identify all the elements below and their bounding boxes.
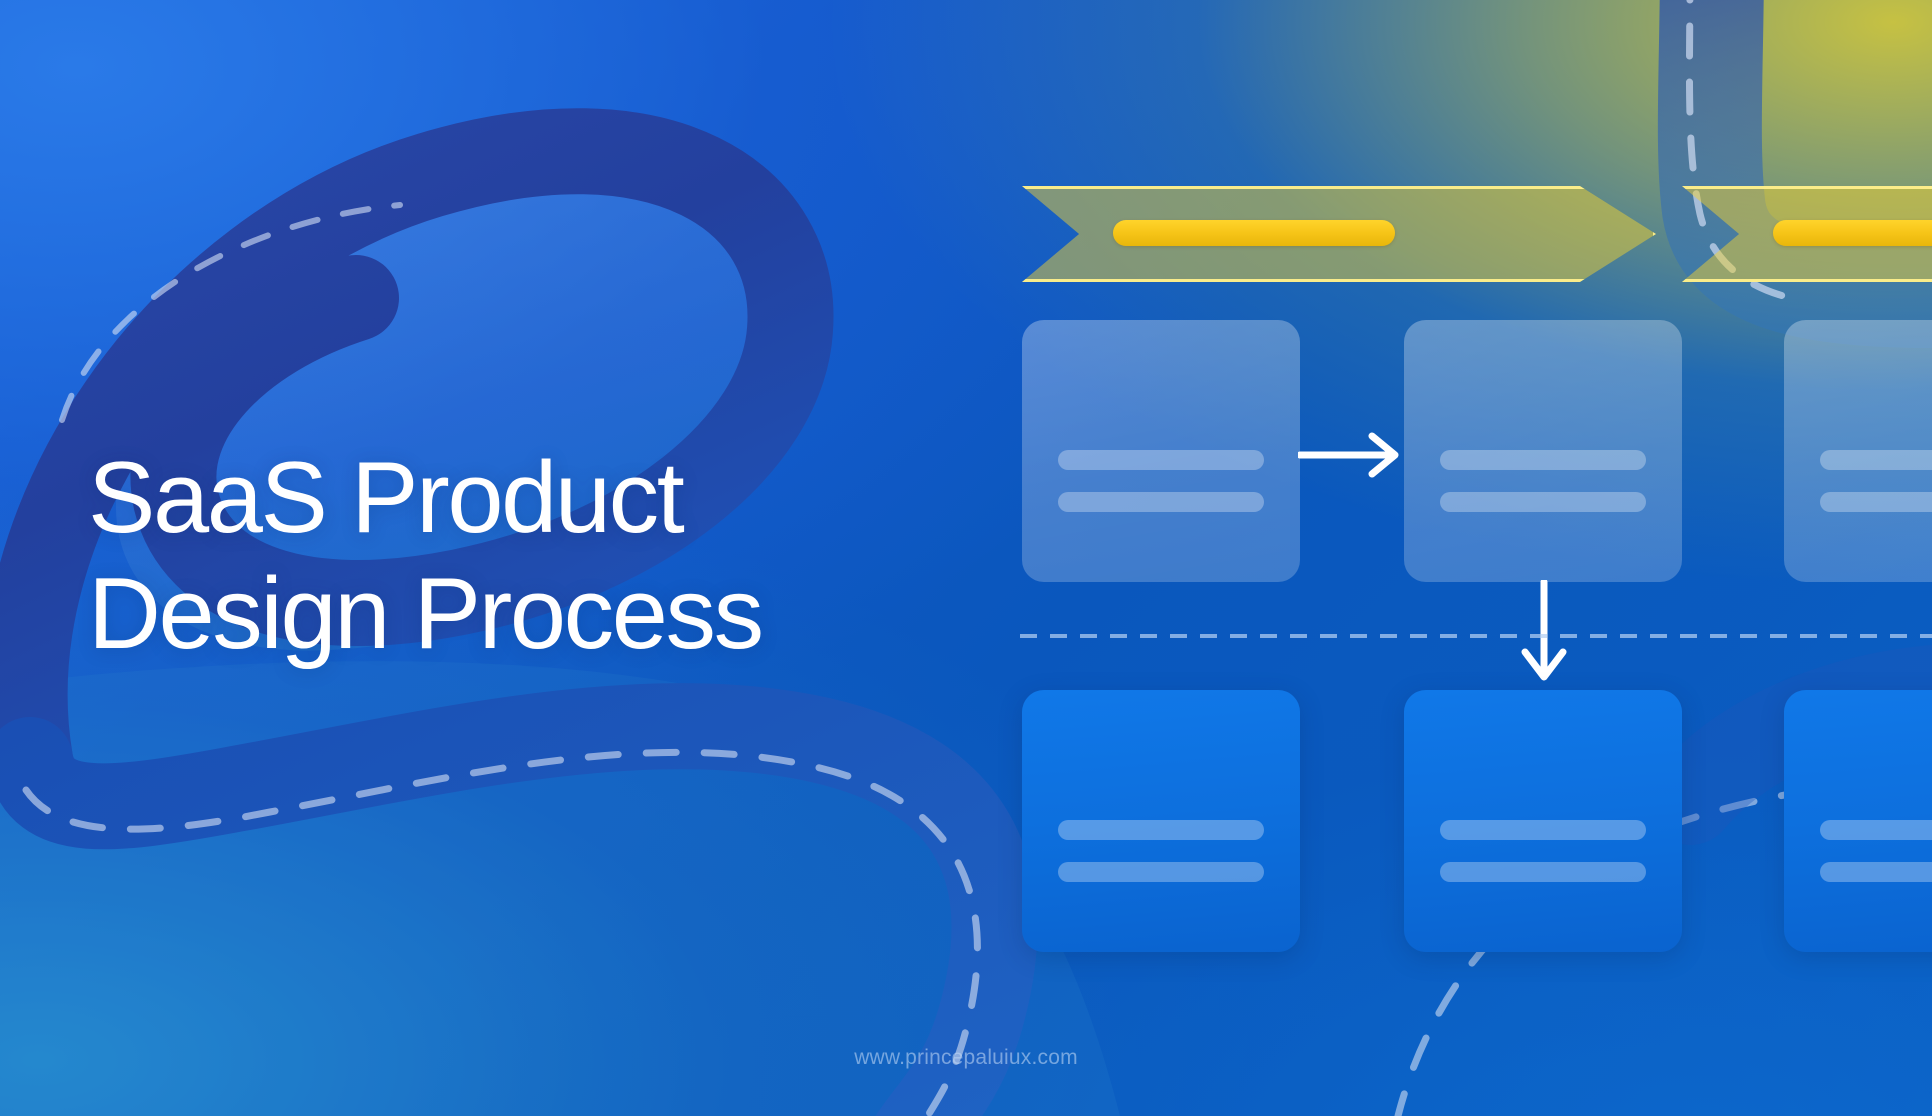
top-card-1-lines bbox=[1058, 450, 1264, 512]
chevron-2[interactable] bbox=[1682, 186, 1932, 282]
card-line bbox=[1820, 492, 1932, 512]
card-line bbox=[1058, 450, 1264, 470]
watermark-url: www.princepaluiux.com bbox=[854, 1046, 1078, 1069]
card-line bbox=[1440, 820, 1646, 840]
dashed-divider bbox=[1020, 634, 1932, 638]
card-line bbox=[1440, 862, 1646, 882]
chevron-1[interactable] bbox=[1022, 186, 1656, 282]
top-card-3[interactable] bbox=[1784, 320, 1932, 582]
card-line bbox=[1058, 492, 1264, 512]
chevron-row bbox=[1022, 186, 1932, 282]
bottom-card-2[interactable] bbox=[1404, 690, 1682, 952]
card-line bbox=[1820, 820, 1932, 840]
card-line bbox=[1058, 820, 1264, 840]
bottom-card-1-lines bbox=[1058, 820, 1264, 882]
card-line bbox=[1820, 450, 1932, 470]
bottom-card-3[interactable] bbox=[1784, 690, 1932, 952]
card-line bbox=[1440, 450, 1646, 470]
top-card-2-lines bbox=[1440, 450, 1646, 512]
arrow-down bbox=[1518, 578, 1570, 690]
card-line bbox=[1820, 862, 1932, 882]
bottom-card-1[interactable] bbox=[1022, 690, 1300, 952]
top-card-1[interactable] bbox=[1022, 320, 1300, 582]
chevron-1-bar bbox=[1113, 220, 1395, 246]
title-line-2: Design Process bbox=[88, 558, 764, 670]
chevron-2-bar bbox=[1773, 220, 1932, 246]
bottom-card-2-lines bbox=[1440, 820, 1646, 882]
card-line bbox=[1440, 492, 1646, 512]
page-title: SaaS Product Design Process bbox=[88, 440, 1048, 672]
arrow-right bbox=[1296, 430, 1408, 480]
top-card-3-lines bbox=[1820, 450, 1932, 512]
card-line bbox=[1058, 862, 1264, 882]
title-line-1: SaaS Product bbox=[88, 442, 685, 554]
process-diagram bbox=[1010, 0, 1932, 1116]
top-card-2[interactable] bbox=[1404, 320, 1682, 582]
bottom-card-3-lines bbox=[1820, 820, 1932, 882]
